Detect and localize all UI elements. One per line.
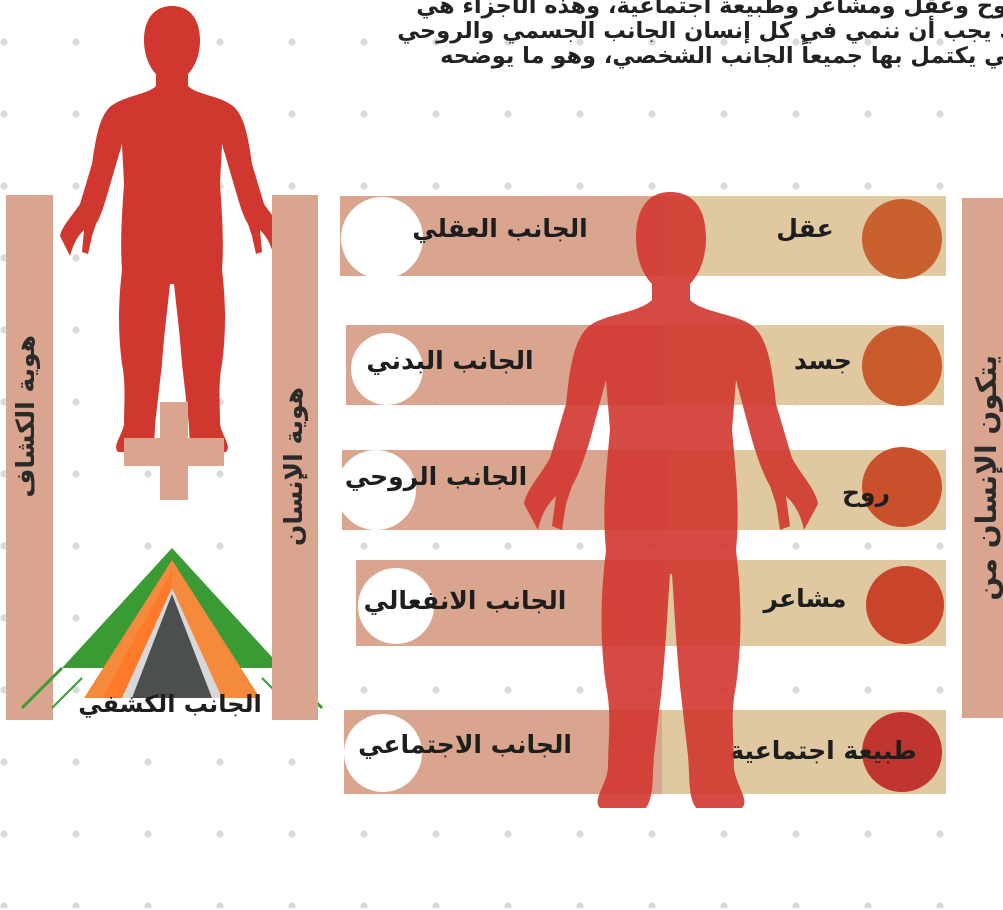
human-identity-label: هوية الإنسان: [279, 387, 313, 527]
intro-line: ك يجب أن ننمي في كل إنسان الجانب الجسمي …: [250, 19, 1003, 44]
human-figure-large: [500, 190, 840, 910]
intro-line: روح وعقل ومشاعر وطبيعة اجتماعية، وهذه ال…: [250, 0, 1003, 19]
intro-paragraph: روح وعقل ومشاعر وطبيعة اجتماعية، وهذه ال…: [250, 0, 1003, 69]
scout-identity-label: هوية الكشاف: [11, 335, 45, 475]
composition-label: يتكون الإنسان من: [970, 355, 1003, 575]
plus-sign-horizontal: [124, 438, 224, 466]
component-circle: [862, 199, 942, 279]
tent-label: الجانب الكشفي: [60, 690, 280, 718]
intro-line: كي يكتمل بها جميعاً الجانب الشخصي، وهو م…: [250, 44, 1003, 69]
human-figure-small: [52, 4, 292, 464]
component-circle: [866, 566, 944, 644]
component-circle: [862, 326, 942, 406]
